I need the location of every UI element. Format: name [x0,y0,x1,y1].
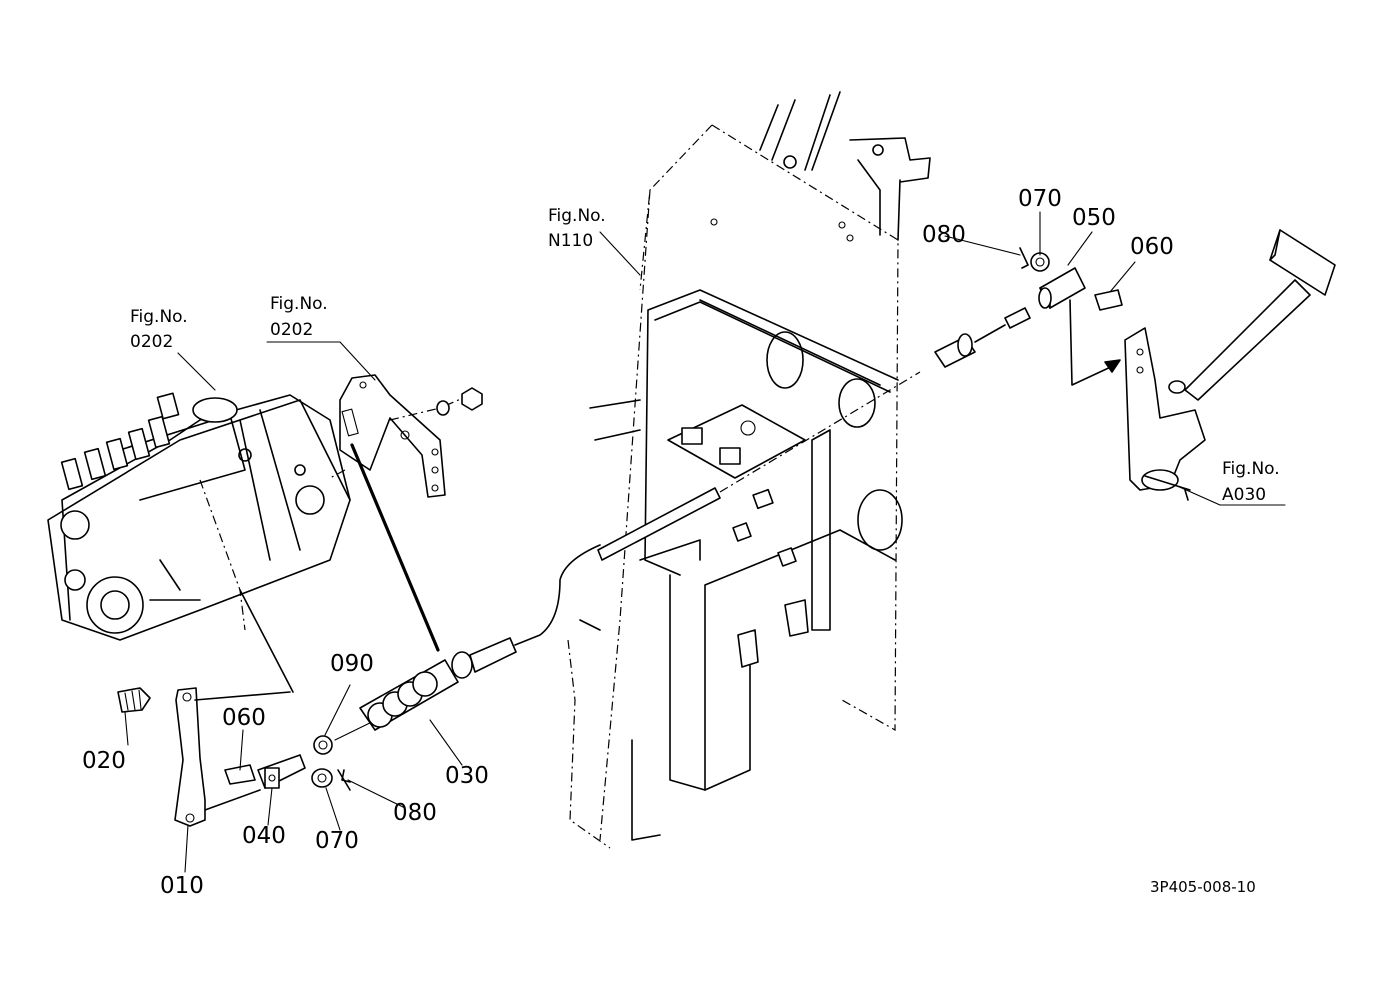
clevis-assembly-right [934,247,1123,386]
part-label-060-left: 060 [222,705,266,731]
leader-lines [124,211,1286,873]
part-label-020: 020 [82,748,126,774]
part-label-030: 030 [445,763,489,789]
pedal-fig-ref-number: A030 [1222,485,1266,505]
bracket-fig-ref-label: Fig.No. [270,294,328,314]
drawing-code: 3P405-008-10 [1150,878,1256,896]
part-label-050: 050 [1072,205,1116,231]
part-label-070-right: 070 [1018,186,1062,212]
part-label-010: 010 [160,873,204,899]
part-label-040: 040 [242,823,286,849]
part-label-060-right: 060 [1130,234,1174,260]
part-number-labels: 010 020 030 040 060 070 080 090 050 060 … [82,186,1174,899]
injector-fittings [60,392,180,491]
cable-bracket [329,374,483,652]
part-label-080-right: 080 [922,222,966,248]
governor-link-010 [117,687,291,827]
accelerator-pedal [1124,229,1336,501]
part-label-090: 090 [330,651,374,677]
pump-fig-ref-number: 0202 [130,332,173,352]
pump-fig-ref-label: Fig.No. [130,307,188,327]
throttle-cable-030 [313,371,921,755]
injection-pump [47,392,351,693]
part-label-080-left: 080 [393,800,437,826]
pedal-fig-ref-label: Fig.No. [1222,459,1280,479]
figure-references: Fig.No. 0202 Fig.No. 0202 Fig.No. N110 F… [130,206,1280,505]
frame-fig-ref-label: Fig.No. [548,206,606,226]
part-label-070-left: 070 [315,828,359,854]
clevis-assembly-left [204,754,351,811]
tractor-frame [567,91,931,849]
frame-fig-ref-number: N110 [548,231,593,251]
bracket-fig-ref-number: 0202 [270,320,313,340]
